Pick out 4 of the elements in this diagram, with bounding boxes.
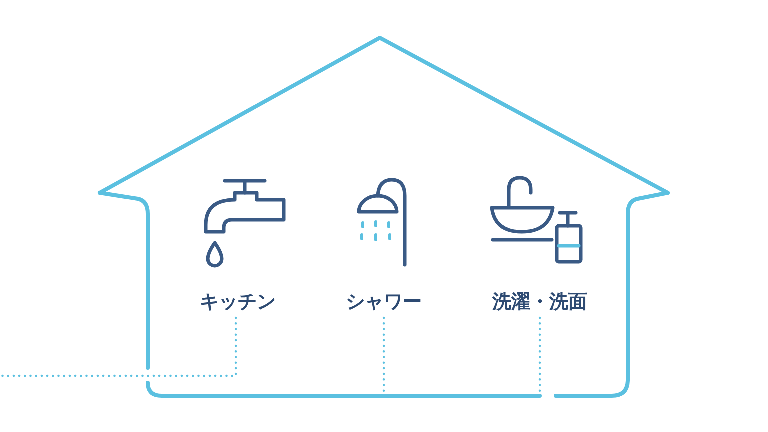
room-label: キッチン <box>200 290 276 314</box>
room-label: シャワー <box>346 290 422 314</box>
dotted-pipe-line <box>0 316 238 378</box>
room-label: 洗濯・洗面 <box>492 290 588 314</box>
